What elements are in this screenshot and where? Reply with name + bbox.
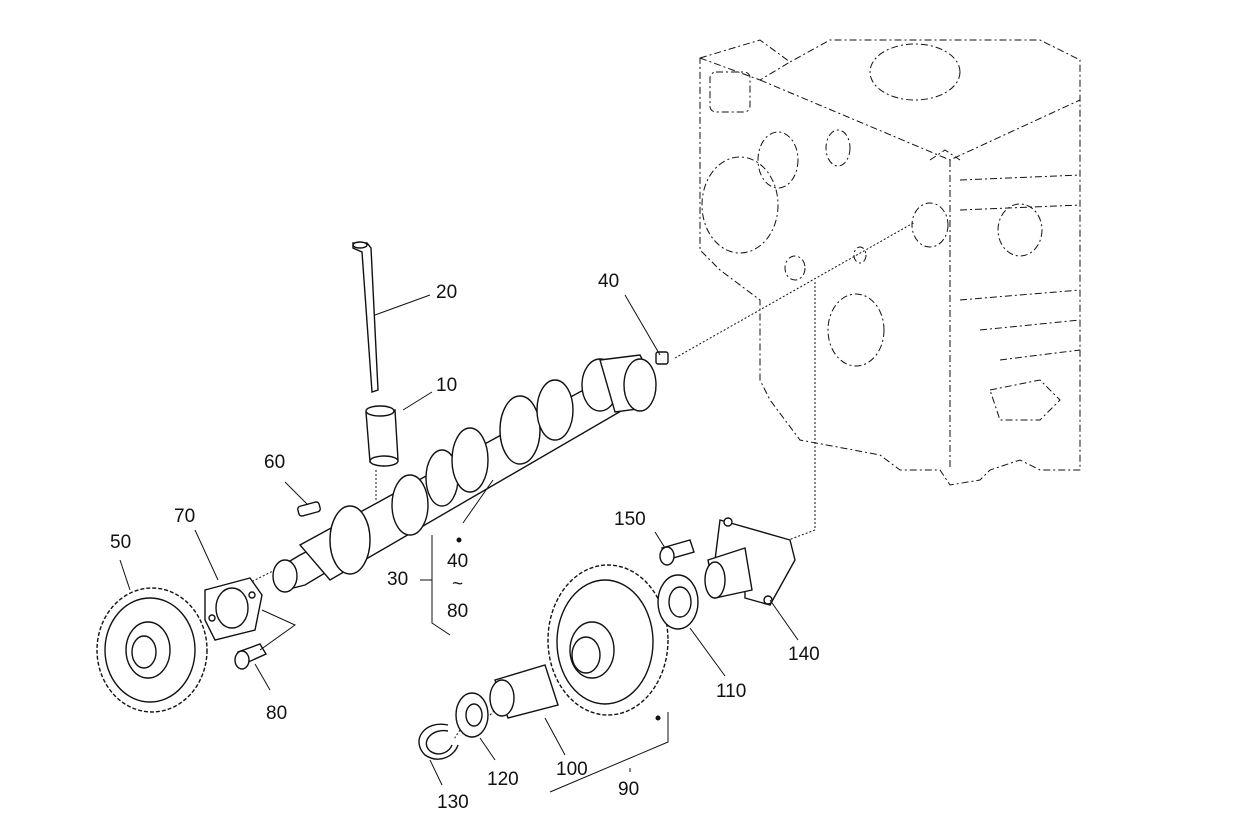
callout-70: 70: [174, 506, 195, 527]
camshaft-gear: [96, 587, 208, 713]
callout-20: 20: [436, 282, 457, 303]
thrust-plate: [204, 577, 263, 641]
camshaft-plug: [655, 351, 669, 365]
callout-80-range-end: 80: [447, 601, 468, 622]
callout-80: 80: [266, 703, 287, 724]
callout-90: 90: [618, 779, 639, 800]
callout-10: 10: [436, 375, 457, 396]
callout-110: 110: [716, 681, 746, 702]
leader-lines: [119, 294, 799, 793]
bushing: [489, 664, 559, 719]
callout-60: 60: [264, 452, 285, 473]
callout-range-tilde: ~: [452, 574, 463, 595]
callout-130: 130: [437, 792, 469, 813]
callout-100: 100: [556, 759, 588, 780]
idle-gear-shaft: [704, 517, 796, 606]
callout-140: 140: [788, 644, 820, 665]
idle-gear: [547, 564, 669, 716]
datum-dot: [456, 537, 462, 543]
circlip: [418, 723, 459, 760]
tappet: [365, 405, 399, 467]
washer: [455, 692, 489, 738]
camshaft: [272, 351, 669, 593]
bolt-150: [659, 539, 695, 566]
callout-40-plug: 40: [598, 271, 619, 292]
callouts: 20 10 40 60 70 50 40 ~ 80 30 80 150 140 …: [110, 271, 820, 813]
callout-120: 120: [487, 769, 519, 790]
woodruff-key: [297, 501, 321, 517]
thrust-washer: [657, 574, 699, 630]
callout-50: 50: [110, 532, 131, 553]
bolt: [234, 643, 268, 670]
callout-150: 150: [614, 509, 646, 530]
engine-block: [699, 39, 1081, 486]
datum-dot: [655, 715, 661, 721]
callout-40-range-start: 40: [447, 551, 468, 572]
callout-30: 30: [387, 569, 408, 590]
push-rod: [352, 241, 379, 393]
